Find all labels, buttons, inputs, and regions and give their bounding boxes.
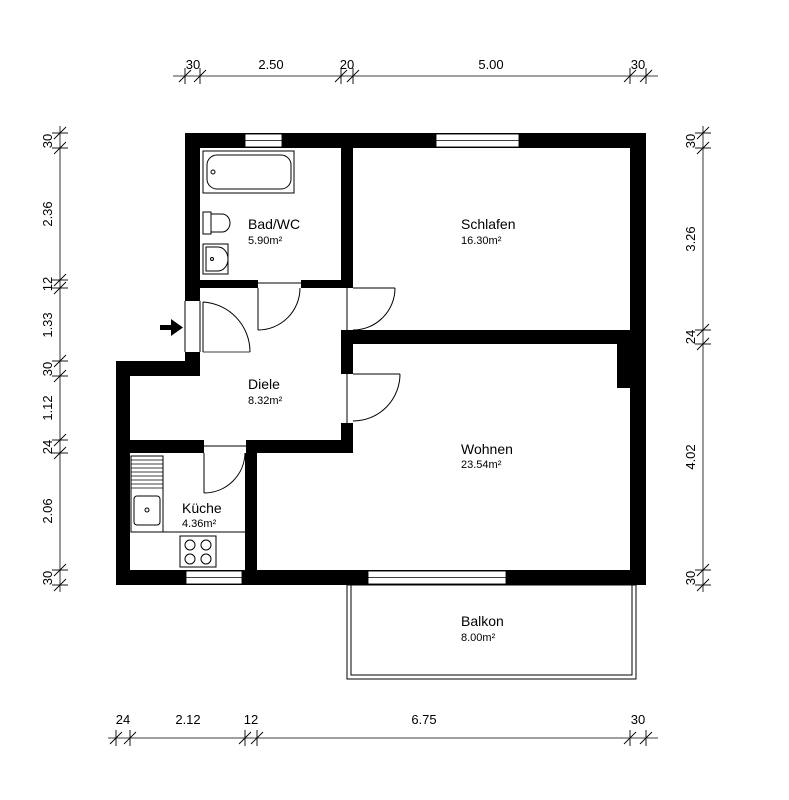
dim-left-4: 30 xyxy=(40,362,55,376)
room-name-diele: Diele xyxy=(248,376,280,392)
dim-left-1: 2.36 xyxy=(40,201,55,226)
washbasin-icon xyxy=(202,243,229,275)
balcony-outline xyxy=(346,584,637,680)
room-area-bad: 5.90m² xyxy=(248,235,283,247)
bathtub-icon xyxy=(202,150,295,194)
dim-left-5: 1.12 xyxy=(40,395,55,420)
sink-icon xyxy=(130,455,164,533)
dim-left-8: 30 xyxy=(40,571,55,585)
dim-right-2: 24 xyxy=(683,330,698,344)
room-name-wohnen: Wohnen xyxy=(461,441,513,457)
dimension-right: 30 3.26 24 4.02 30 xyxy=(683,126,711,592)
windows xyxy=(185,133,520,585)
dimension-top: 30 2.50 20 5.00 30 xyxy=(173,57,658,84)
kitchen-counter xyxy=(162,456,245,533)
dim-bottom-4: 30 xyxy=(631,712,645,727)
room-area-wohnen: 23.54m² xyxy=(461,459,502,471)
doors xyxy=(184,280,401,494)
dim-left-7: 2.06 xyxy=(40,498,55,523)
room-area-balkon: 8.00m² xyxy=(461,632,496,644)
dim-left-0: 30 xyxy=(40,134,55,148)
dim-top-1: 2.50 xyxy=(258,57,283,72)
dim-top-4: 30 xyxy=(631,57,645,72)
dim-bottom-0: 24 xyxy=(116,712,130,727)
dimension-bottom: 24 2.12 12 6.75 30 xyxy=(108,712,658,746)
dim-bottom-2: 12 xyxy=(244,712,258,727)
dim-left-2: 12 xyxy=(40,277,55,291)
dim-right-4: 30 xyxy=(683,571,698,585)
room-name-schlafen: Schlafen xyxy=(461,216,515,232)
dim-left-6: 24 xyxy=(40,440,55,454)
dim-right-1: 3.26 xyxy=(683,226,698,251)
room-area-schlafen: 16.30m² xyxy=(461,235,502,247)
room-area-kueche: 4.36m² xyxy=(182,518,217,530)
entrance-arrow-icon xyxy=(160,319,183,336)
dim-top-0: 30 xyxy=(186,57,200,72)
dim-top-2: 20 xyxy=(340,57,354,72)
dim-right-3: 4.02 xyxy=(683,444,698,469)
dim-right-0: 30 xyxy=(683,134,698,148)
room-name-balkon: Balkon xyxy=(461,613,504,629)
room-name-bad: Bad/WC xyxy=(248,216,300,232)
room-area-diele: 8.32m² xyxy=(248,395,283,407)
room-name-kueche: Küche xyxy=(182,500,222,516)
dim-left-3: 1.33 xyxy=(40,312,55,337)
room-labels: Bad/WC 5.90m² Schlafen 16.30m² Diele 8.3… xyxy=(182,216,515,644)
dimension-left: 30 2.36 12 1.33 30 1.12 24 2.06 30 xyxy=(40,126,68,592)
dim-bottom-1: 2.12 xyxy=(175,712,200,727)
dim-bottom-3: 6.75 xyxy=(411,712,436,727)
toilet-icon xyxy=(202,211,231,235)
stove-icon xyxy=(179,535,217,568)
dim-top-3: 5.00 xyxy=(478,57,503,72)
